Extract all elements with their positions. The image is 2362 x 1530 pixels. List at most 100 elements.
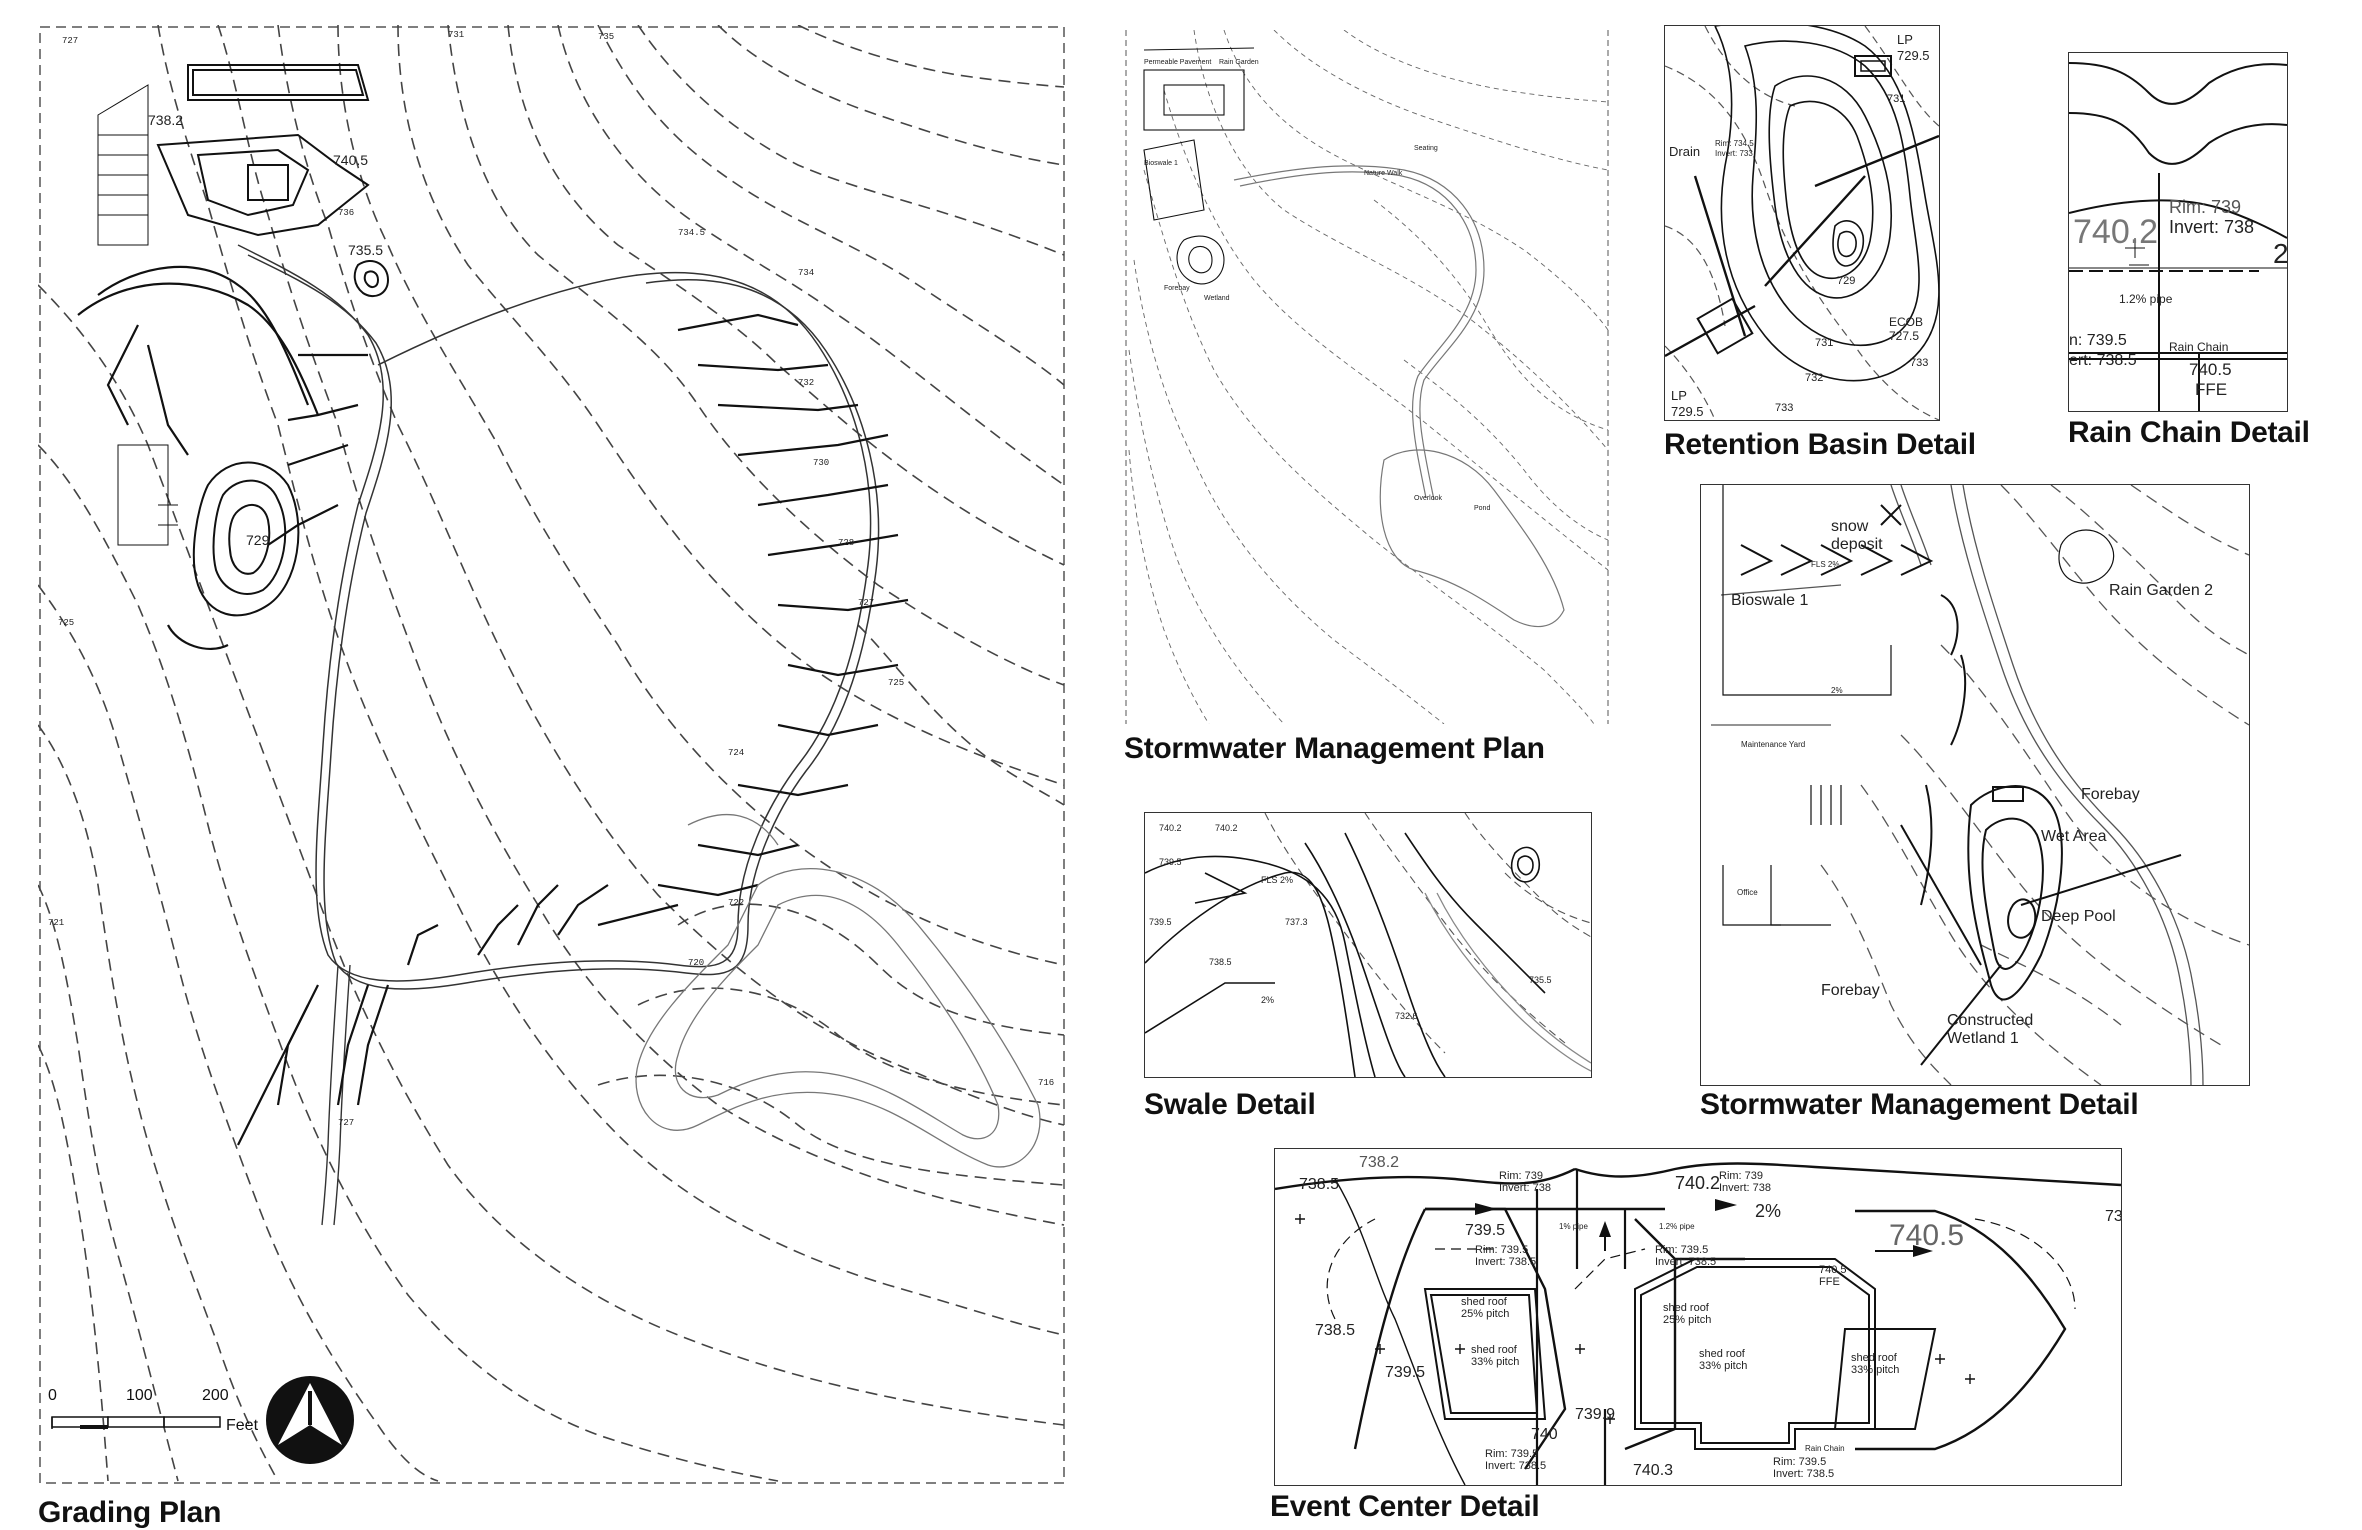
retention-lp-top: LP: [1897, 32, 1913, 47]
ec-inv3: Invert: 738.5: [1475, 1256, 1536, 1268]
retention-lp-bot-val: 729.5: [1671, 404, 1704, 419]
svg-text:720: 720: [688, 958, 704, 968]
event-center-drawing: 738.2 738.5 740.2 Rim: 739 Invert: 738 R…: [1275, 1154, 2121, 1485]
retention-contour-5: 729: [1837, 275, 1855, 287]
ec-740: 740: [1531, 1426, 1558, 1443]
sm-rain-garden: Rain Garden 2: [2109, 582, 2213, 599]
sm-wetland-b: Wetland 1: [1947, 1030, 2019, 1047]
sm-office: Office: [1737, 888, 1758, 897]
grading-elev-a: 740.5: [333, 152, 368, 168]
ec-inv4: Invert: 738.5: [1655, 1256, 1716, 1268]
swale-pct: 2%: [1261, 995, 1274, 1005]
ec-rim5: Rim: 739.5: [1485, 1448, 1538, 1460]
north-arrow-icon: [266, 1376, 354, 1464]
ec-ffe-val: 740.5: [1819, 1264, 1847, 1276]
retention-contour-2: 733: [1910, 357, 1928, 369]
ec-inv6: Invert: 738.5: [1773, 1468, 1834, 1480]
rain-chain-label: Rain Chain: [2169, 340, 2228, 354]
swale-e3: 739.5: [1159, 857, 1182, 867]
sm-maint: Maintenance Yard: [1741, 740, 1805, 749]
sm-fls: FLS 2%: [1811, 560, 1839, 569]
ec-inv2: Invert: 738: [1719, 1182, 1771, 1194]
svg-text:716: 716: [1038, 1078, 1054, 1088]
swp-label-4: Forebay: [1164, 285, 1190, 292]
ec-740-2: 740.2: [1675, 1173, 1720, 1193]
swale-e2: 740.2: [1215, 823, 1238, 833]
scale-tick-200: 200: [202, 1387, 229, 1404]
ec-inv5: Invert: 738.5: [1485, 1460, 1546, 1472]
svg-text:725: 725: [58, 618, 74, 628]
ec-740-5big: 740.5: [1889, 1219, 1964, 1252]
stormwater-plan-panel: Permeable Pavement Rain Garden Bioswale …: [1124, 30, 1610, 724]
sm-deep-pool: Deep Pool: [2041, 908, 2116, 925]
ec-shed5b: 33% pitch: [1851, 1364, 1899, 1376]
rain-chain-invert: Invert: 738: [2169, 217, 2254, 237]
rain-chain-elev: 740.2: [2073, 213, 2158, 251]
sm-forebay-top: Forebay: [2081, 786, 2140, 803]
ec-rim1: Rim: 739: [1499, 1170, 1543, 1182]
retention-lp-bot: LP: [1671, 388, 1687, 403]
ec-pct-top: 2%: [1755, 1201, 1781, 1221]
rain-chain-ffe-val: 740.5: [2189, 360, 2232, 379]
ec-73: 73: [2105, 1208, 2121, 1225]
grading-elev-c: 729: [246, 532, 270, 548]
swale-e4: 739.5: [1149, 917, 1172, 927]
rain-chain-two: 2: [2273, 238, 2287, 269]
rain-chain-ffe: FFE: [2195, 380, 2227, 399]
rain-chain-drawing: 740.2 Rim: 739 Invert: 738 1.2% pipe n: …: [2069, 62, 2287, 411]
ec-rim6: Rim: 739.5: [1773, 1456, 1826, 1468]
sm-snow: snow: [1831, 518, 1869, 535]
svg-text:734.5: 734.5: [678, 228, 705, 238]
swp-label-3: Bioswale 1: [1144, 160, 1178, 167]
ec-738-5: 738.5: [1299, 1176, 1339, 1193]
ec-739-5b: 739.5: [1385, 1364, 1425, 1381]
swale-e6: 737.3: [1285, 917, 1308, 927]
sm-forebay-bot: Forebay: [1821, 982, 1880, 999]
rain-chain-invert2: ert: 738.5: [2069, 352, 2137, 369]
ec-rim3: Rim: 739.5: [1475, 1244, 1528, 1256]
ec-shed2b: 33% pitch: [1471, 1356, 1519, 1368]
retention-invert: Invert: 733: [1715, 149, 1753, 158]
ec-chain: Rain Chain: [1805, 1444, 1845, 1453]
scale-unit: Feet: [226, 1417, 259, 1434]
svg-text:736: 736: [338, 208, 354, 218]
sm-pct: 2%: [1831, 686, 1843, 695]
ec-739-5a: 739.5: [1465, 1222, 1505, 1239]
ec-shed3a: shed roof: [1663, 1302, 1710, 1314]
swp-label-7: Nature Walk: [1364, 170, 1403, 177]
event-center-panel: 738.2 738.5 740.2 Rim: 739 Invert: 738 R…: [1274, 1148, 2122, 1486]
caption-event-center: Event Center Detail: [1270, 1490, 1540, 1523]
swale-e5: 738.5: [1209, 957, 1232, 967]
sm-wetland-a: Constructed: [1947, 1012, 2033, 1029]
retention-contour-3: 732: [1805, 372, 1823, 384]
stormwater-detail-drawing: snow deposit Bioswale 1 Rain Garden 2 Fo…: [1711, 485, 2249, 1085]
ec-pipe1: 1% pipe: [1559, 1222, 1588, 1231]
ec-rim2: Rim: 739: [1719, 1170, 1763, 1182]
stormwater-detail-panel: snow deposit Bioswale 1 Rain Garden 2 Fo…: [1700, 484, 2250, 1086]
retention-basin-drawing: LP 729.5 LP 729.5 Drain 731 733 732 733 …: [1665, 26, 1939, 420]
stormwater-plan-drawing: Permeable Pavement Rain Garden Bioswale …: [1125, 30, 1609, 724]
retention-contour-6: 731: [1815, 337, 1833, 349]
swp-label-9: Pond: [1474, 505, 1490, 512]
retention-lp-top-val: 729.5: [1897, 48, 1930, 63]
swale-e7: 735.5: [1529, 975, 1552, 985]
sm-deposit: deposit: [1831, 536, 1883, 553]
retention-rim: Rim: 734.5: [1715, 139, 1754, 148]
retention-contour-4: 733: [1775, 402, 1793, 414]
rain-chain-panel: 740.2 Rim: 739 Invert: 738 1.2% pipe n: …: [2068, 52, 2288, 412]
grading-elev-d: 738.2: [148, 112, 183, 128]
ec-740-3: 740.3: [1633, 1462, 1673, 1479]
ec-shed5a: shed roof: [1851, 1352, 1898, 1364]
scale-tick-100: 100: [126, 1387, 153, 1404]
ec-shed3b: 25% pitch: [1663, 1314, 1711, 1326]
caption-retention-basin: Retention Basin Detail: [1664, 428, 1976, 461]
svg-text:728: 728: [838, 538, 854, 548]
swale-fls: FLS 2%: [1261, 875, 1293, 885]
svg-text:732: 732: [798, 378, 814, 388]
ec-shed1a: shed roof: [1461, 1296, 1508, 1308]
swale-e1: 740.2: [1159, 823, 1182, 833]
rain-chain-rim2: n: 739.5: [2069, 332, 2127, 349]
ec-shed4b: 33% pitch: [1699, 1360, 1747, 1372]
caption-swale: Swale Detail: [1144, 1088, 1316, 1121]
